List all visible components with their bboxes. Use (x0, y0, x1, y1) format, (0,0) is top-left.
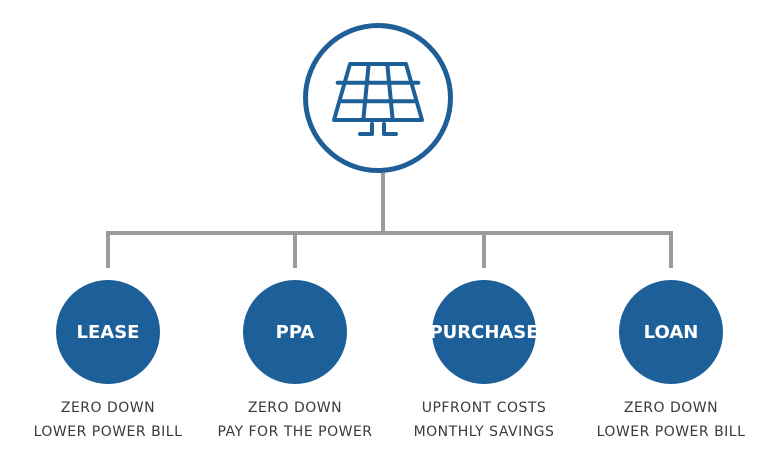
option-line-1: ZERO DOWN (60, 400, 156, 416)
option-line-1: ZERO DOWN (247, 400, 343, 416)
option-line-1: ZERO DOWN (623, 400, 719, 416)
option-loan: LOAN ZERO DOWN LOWER POWER BILL (576, 280, 766, 444)
solar-panel-icon (332, 62, 424, 136)
option-circle: PURCHASE (429, 280, 539, 384)
option-label: LOAN (643, 321, 699, 343)
option-line-2: LOWER POWER BILL (596, 424, 746, 440)
option-line-2: PAY FOR THE POWER (217, 424, 373, 440)
option-circle: LOAN (619, 280, 723, 384)
option-ppa: PPA ZERO DOWN PAY FOR THE POWER (200, 280, 390, 444)
option-line-1: UPFRONT COSTS (421, 400, 547, 416)
option-description: UPFRONT COSTS MONTHLY SAVINGS (389, 396, 579, 444)
option-description: ZERO DOWN LOWER POWER BILL (13, 396, 203, 444)
option-line-2: MONTHLY SAVINGS (413, 424, 555, 440)
option-lease: LEASE ZERO DOWN LOWER POWER BILL (13, 280, 203, 444)
option-circle: LEASE (56, 280, 160, 384)
option-label: PPA (275, 321, 315, 343)
option-description: ZERO DOWN PAY FOR THE POWER (200, 396, 390, 444)
option-purchase: PURCHASE UPFRONT COSTS MONTHLY SAVINGS (389, 280, 579, 444)
option-circle: PPA (243, 280, 347, 384)
option-label: LEASE (76, 321, 140, 343)
option-label: PURCHASE (429, 321, 539, 343)
option-line-2: LOWER POWER BILL (33, 424, 183, 440)
solar-panel-circle (303, 23, 453, 173)
option-description: ZERO DOWN LOWER POWER BILL (576, 396, 766, 444)
